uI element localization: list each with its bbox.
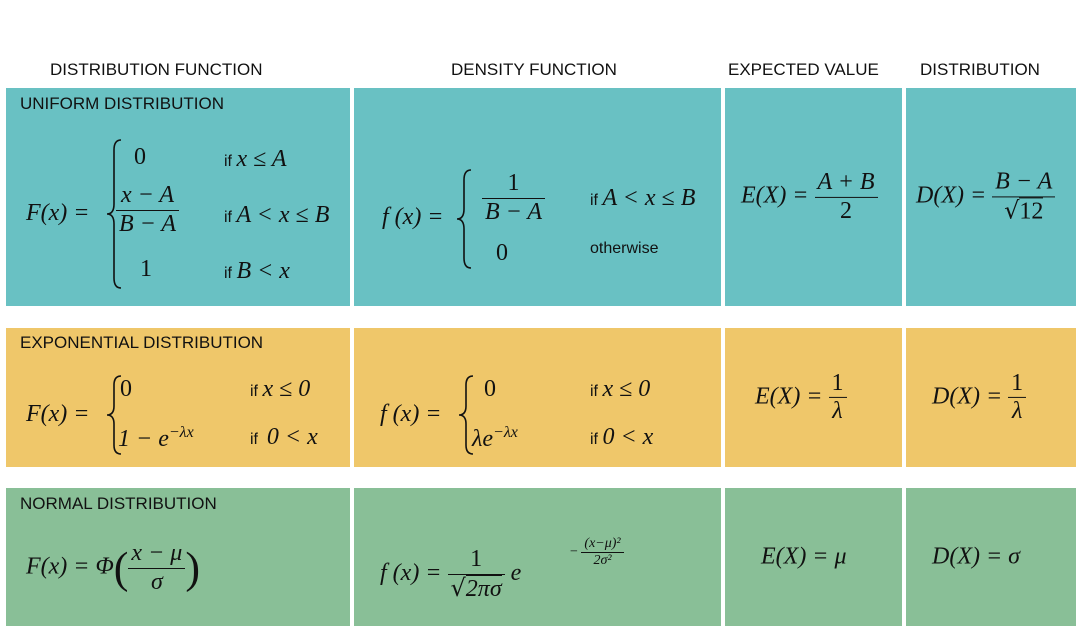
uniform-cdf-case2-numerator: x − A [116,182,180,211]
normal-variance-formula: D(X) = σ [932,543,1021,570]
uniform-pdf-brace [456,169,472,269]
exponential-cdf-case2-condition: if 0 < x [250,424,318,450]
uniform-pdf-case2-condition: otherwise [590,240,659,257]
exponential-pdf-case1-value: 0 [484,376,496,402]
exponential-cdf-cell: EXPONENTIAL DISTRIBUTION F(x) = 0 1 − e−… [6,328,350,467]
exponential-cdf-brace [106,375,122,455]
normal-label: NORMAL DISTRIBUTION [20,494,217,513]
uniform-label: UNIFORM DISTRIBUTION [20,94,224,113]
exponential-cdf-lhs: F(x) = [26,401,90,427]
header-distribution-function: DISTRIBUTION FUNCTION [50,60,263,79]
exponential-pdf-brace [458,375,474,455]
uniform-cdf-case1-condition: if x ≤ A [224,146,287,172]
exponential-cdf-case1-value: 0 [120,376,132,402]
uniform-variance-formula: D(X) = B − A√12 [916,168,1056,225]
exponential-pdf-case1-condition: if x ≤ 0 [590,376,651,402]
exponential-pdf-case2-condition: if 0 < x [590,424,654,450]
uniform-pdf-lhs: f (x) = [382,204,444,230]
exponential-pdf-case2: λe−λx [472,424,518,452]
exponential-label: EXPONENTIAL DISTRIBUTION [20,333,264,352]
exponential-cdf-case1-condition: if x ≤ 0 [250,376,311,402]
exponential-pdf-lhs: f (x) = [380,401,442,427]
uniform-cdf-case2-denominator: B − A [119,210,177,237]
uniform-pdf-case2-value: 0 [496,240,508,266]
header-expected-value: EXPECTED VALUE [728,60,879,79]
header-distribution: DISTRIBUTION [920,60,1040,79]
uniform-variance-cell: D(X) = B − A√12 [906,88,1076,306]
header-density-function: DENSITY FUNCTION [451,60,617,79]
normal-variance-cell: D(X) = σ [906,488,1076,626]
uniform-cdf-lhs: F(x) = [26,200,90,226]
uniform-cdf-case3-condition: if B < x [224,258,290,284]
uniform-cdf-case2-condition: if A < x ≤ B [224,202,330,228]
uniform-cdf-case3-value: 1 [140,256,152,282]
uniform-pdf-case1-condition: if A < x ≤ B [590,185,696,211]
uniform-pdf-case1-numerator: 1 [482,170,546,199]
exponential-pdf-cell: f (x) = 0 λe−λx if x ≤ 0 if 0 < x [354,328,721,467]
uniform-pdf-case1-denominator: B − A [485,198,543,225]
normal-expected-cell: E(X) = μ [725,488,902,626]
normal-pdf-formula: f (x) = 1√2πσ e [380,546,522,602]
normal-expected-formula: E(X) = μ [761,543,847,570]
uniform-cdf-brace [106,139,122,289]
uniform-cdf-case1-value: 0 [134,144,146,170]
exponential-cdf-case2: 1 − e−λx [118,424,194,452]
